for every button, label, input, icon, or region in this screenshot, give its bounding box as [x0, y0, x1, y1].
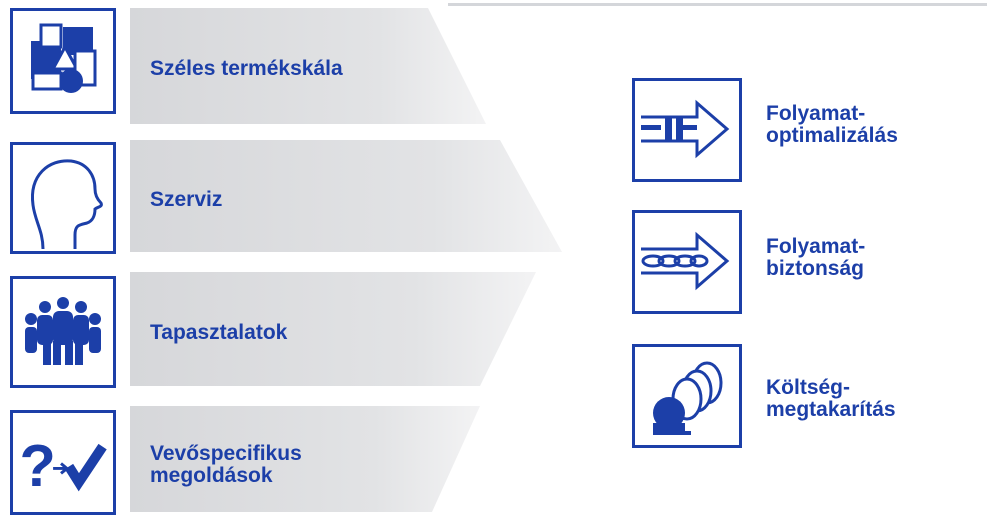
question-check-icon: ?: [10, 410, 116, 515]
left-label-1: Széles termékskála: [150, 57, 343, 80]
chevron-band-1: [130, 8, 486, 124]
svg-text:?: ?: [19, 432, 55, 499]
coins-icon: [632, 344, 742, 448]
right-label-1: Folyamat- optimalizálás: [766, 102, 898, 147]
left-label-2: Szerviz: [150, 188, 223, 211]
right-label-3: Költség- megtakarítás: [766, 376, 896, 421]
process-arrow-icon: [632, 78, 742, 182]
people-group-icon: [10, 276, 116, 388]
chevron-band-3: [130, 272, 536, 386]
top-divider: [448, 3, 987, 6]
left-label-4: Vevőspecifikus megoldások: [150, 442, 302, 487]
head-profile-icon: [10, 142, 116, 254]
left-label-3: Tapasztalatok: [150, 321, 288, 344]
chevron-band-4: [130, 406, 480, 512]
chain-arrow-icon: [632, 210, 742, 314]
right-label-2: Folyamat- biztonság: [766, 235, 866, 280]
shapes-icon: [10, 8, 116, 114]
chevron-band-2: [130, 140, 562, 252]
